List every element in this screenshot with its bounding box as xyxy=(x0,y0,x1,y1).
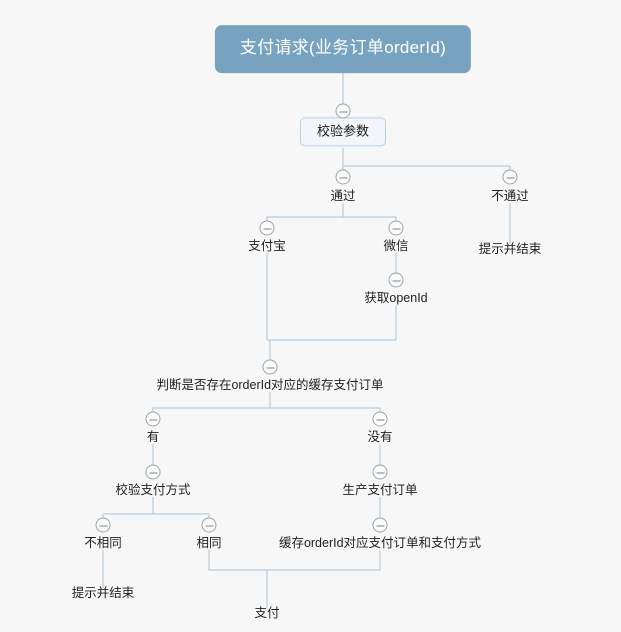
edge-verify-to-same-branch xyxy=(102,497,210,525)
toggle-not-same-icon[interactable] xyxy=(95,517,111,533)
toggle-fail-icon[interactable] xyxy=(502,169,518,185)
node-fail[interactable]: 不通过 xyxy=(491,189,529,204)
node-alipay[interactable]: 支付宝 xyxy=(248,239,286,254)
toggle-create-pay-order-icon[interactable] xyxy=(372,464,388,480)
toggle-get-openid-icon[interactable] xyxy=(388,272,404,288)
edge-merge-to-pay xyxy=(208,550,381,608)
node-root[interactable]: 支付请求(业务订单orderId) xyxy=(214,25,472,73)
edge-validate-to-branch xyxy=(342,148,511,177)
toggle-check-cache-icon[interactable] xyxy=(262,359,278,375)
toggle-has-cache-icon[interactable] xyxy=(145,411,161,427)
node-fail-end[interactable]: 提示并结束 xyxy=(478,242,542,257)
toggle-alipay-icon[interactable] xyxy=(259,220,275,236)
node-wechat[interactable]: 微信 xyxy=(383,239,409,254)
node-no-cache[interactable]: 没有 xyxy=(367,430,393,445)
node-check-cache[interactable]: 判断是否存在orderId对应的缓存支付订单 xyxy=(156,378,384,393)
toggle-same-icon[interactable] xyxy=(201,517,217,533)
node-has-cache[interactable]: 有 xyxy=(146,430,160,445)
node-same[interactable]: 相同 xyxy=(196,536,222,551)
node-verify-pay-method[interactable]: 校验支付方式 xyxy=(115,483,191,498)
node-get-openid[interactable]: 获取openId xyxy=(364,291,428,306)
toggle-cache-order-icon[interactable] xyxy=(372,517,388,533)
node-not-same[interactable]: 不相同 xyxy=(84,536,122,551)
edge-check-to-branch xyxy=(152,392,381,419)
toggle-wechat-icon[interactable] xyxy=(388,220,404,236)
node-not-same-end[interactable]: 提示并结束 xyxy=(71,586,135,601)
node-pass[interactable]: 通过 xyxy=(330,189,356,204)
node-create-pay-order[interactable]: 生产支付订单 xyxy=(342,483,418,498)
toggle-pass-icon[interactable] xyxy=(335,169,351,185)
toggle-validate-params-icon[interactable] xyxy=(335,103,351,119)
toggle-verify-pay-method-icon[interactable] xyxy=(145,464,161,480)
node-cache-order[interactable]: 缓存orderId对应支付订单和支付方式 xyxy=(278,536,482,551)
node-pay[interactable]: 支付 xyxy=(254,606,280,621)
edge-merge-to-check xyxy=(266,253,397,367)
edge-pass-to-channels xyxy=(266,203,397,228)
node-validate-params[interactable]: 校验参数 xyxy=(299,117,387,147)
toggle-no-cache-icon[interactable] xyxy=(372,411,388,427)
